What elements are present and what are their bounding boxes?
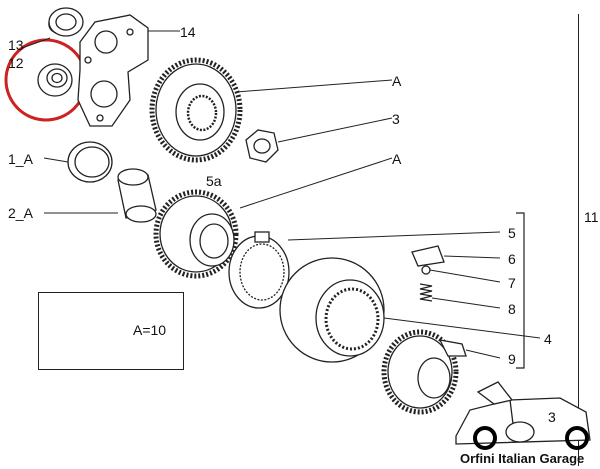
callout-14: 14 (180, 24, 196, 40)
bearing-13-shape (48, 7, 84, 37)
callout-12: 12 (8, 55, 24, 71)
car-front-wheel (473, 426, 497, 450)
callout-5: 5 (508, 225, 516, 241)
callout-1a: 1_A (8, 151, 33, 167)
group-bracket-5-9 (516, 212, 525, 369)
callout-8: 8 (508, 301, 516, 317)
key-6-shape (411, 245, 445, 267)
callout-11: 11 (584, 209, 599, 225)
brand-watermark: Orfini Italian Garage (460, 451, 585, 466)
gear-a-top-shape (149, 57, 243, 163)
ball-7-shape (421, 265, 431, 275)
lubricant-legend: A=10 (38, 292, 184, 370)
inset-callout-3: 3 (548, 409, 556, 425)
gear-9-shape (381, 329, 467, 415)
callout-9: 9 (508, 351, 516, 367)
callout-7: 7 (508, 275, 516, 291)
callout-2a: 2_A (8, 205, 33, 221)
hub-sleeve-4-shape (279, 257, 385, 363)
callout-a-top: A (392, 73, 402, 89)
legend-text: A=10 (133, 322, 167, 338)
ring-1a-shape (67, 141, 113, 183)
diagram-frame (22, 14, 579, 466)
leader-lines (21, 30, 541, 359)
callout-3: 3 (392, 111, 400, 127)
callout-6: 6 (508, 251, 516, 267)
callout-5a: 5a (206, 173, 222, 189)
car-rear-wheel (565, 426, 589, 450)
callout-4: 4 (544, 331, 552, 347)
synchro-ring-5-shape (228, 231, 290, 309)
plate-14-shape (77, 14, 149, 127)
callout-a-mid: A (392, 151, 402, 167)
bearing-12-shape (37, 63, 73, 97)
spring-8-shape (419, 283, 433, 302)
nut-3-shape (245, 129, 279, 163)
sleeve-2a-shape (117, 168, 157, 223)
gear-5a-shape (153, 189, 239, 279)
callout-13: 13 (8, 37, 24, 53)
